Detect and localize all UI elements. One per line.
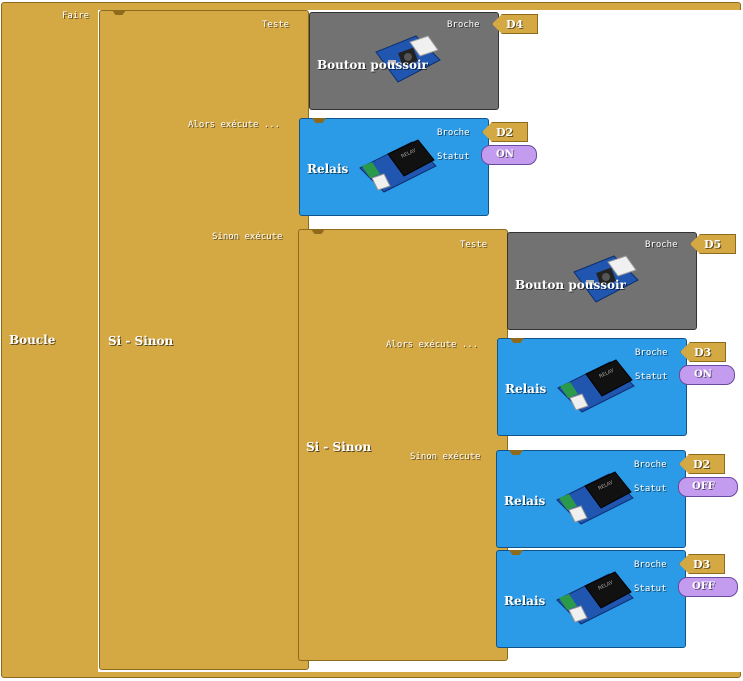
connector-notch <box>311 229 325 234</box>
loop-block-title: Boucle <box>9 333 56 347</box>
relay-d2-off-title: Relais <box>504 494 546 508</box>
button-d5-pin-dropdown[interactable] <box>690 234 736 254</box>
grove-relay-module-icon: RELAY <box>359 139 437 193</box>
button-d4-title: Bouton poussoir <box>317 58 428 72</box>
grove-relay-module-icon: RELAY <box>556 471 634 525</box>
relay-d2-off-pin-value: D2 <box>693 458 711 471</box>
grove-relay-module-icon: RELAY <box>557 359 635 413</box>
relay-d3-on-pin-label: Broche <box>635 348 668 358</box>
relay-d3-off-status-dropdown[interactable] <box>678 577 738 597</box>
relay-d2-off-status-dropdown[interactable] <box>678 477 738 497</box>
relay-d2-on-pin-label: Broche <box>437 128 470 138</box>
relay-d2-on-status-label: Statut <box>437 152 470 162</box>
relay-d3-off-title: Relais <box>504 594 546 608</box>
button-d4-pin-label: Broche <box>447 20 480 30</box>
connector-notch <box>312 118 326 123</box>
if-else-block-outer[interactable] <box>99 10 309 670</box>
relay-d2-off-status-label: Statut <box>634 484 667 494</box>
relay-d3-off-status-label: Statut <box>634 584 667 594</box>
relay-d3-off-pin-dropdown[interactable] <box>679 554 725 574</box>
connector-notch <box>112 10 126 15</box>
if-else-inner-else-label: Sinon exécute <box>410 452 481 462</box>
grove-relay-module-icon: RELAY <box>556 571 634 625</box>
if-else-outer-else-label: Sinon exécute <box>212 232 283 242</box>
if-else-inner-title: Si - Sinon <box>306 440 372 454</box>
relay-d2-on-pin-dropdown[interactable] <box>482 122 528 142</box>
loop-do-label: Faire <box>62 11 90 21</box>
button-d5-title: Bouton poussoir <box>515 278 626 292</box>
relay-d3-on-title: Relais <box>505 382 547 396</box>
relay-d2-off-status-value: OFF <box>692 481 715 492</box>
relay-d2-off-pin-dropdown[interactable] <box>679 454 725 474</box>
relay-d2-on-title: Relais <box>307 162 349 176</box>
if-else-outer-test-label: Teste <box>262 20 290 30</box>
relay-d2-on-status-value: ON <box>496 149 514 160</box>
connector-notch <box>510 338 524 343</box>
button-d5-pin-value: D5 <box>704 238 722 251</box>
relay-d3-on-pin-dropdown[interactable] <box>680 342 726 362</box>
relay-d3-off-pin-value: D3 <box>693 558 711 571</box>
if-else-inner-test-label: Teste <box>460 240 488 250</box>
connector-notch <box>509 450 523 455</box>
relay-d3-off-status-value: OFF <box>692 581 715 592</box>
relay-d3-on-status-value: ON <box>694 369 712 380</box>
relay-d3-on-status-dropdown[interactable] <box>679 365 735 385</box>
connector-notch <box>509 550 523 555</box>
relay-d3-off-pin-label: Broche <box>634 560 667 570</box>
relay-d2-off-pin-label: Broche <box>634 460 667 470</box>
grove-button-module-icon <box>375 35 441 83</box>
relay-d2-on-status-dropdown[interactable] <box>481 145 537 165</box>
relay-block-d3-off[interactable] <box>496 550 686 648</box>
if-else-outer-then-label: Alors exécute ... <box>188 120 281 130</box>
grove-button-module-icon <box>573 255 639 303</box>
if-else-block-inner[interactable] <box>298 229 508 661</box>
relay-d3-on-status-label: Statut <box>635 372 668 382</box>
button-d5-pin-label: Broche <box>645 240 678 250</box>
relay-d3-on-pin-value: D3 <box>694 346 712 359</box>
button-d4-pin-dropdown[interactable] <box>492 14 538 34</box>
if-else-inner-then-label: Alors exécute ... <box>386 340 479 350</box>
if-else-outer-title: Si - Sinon <box>108 334 174 348</box>
relay-d2-on-pin-value: D2 <box>496 126 514 139</box>
button-d4-pin-value: D4 <box>506 18 524 31</box>
